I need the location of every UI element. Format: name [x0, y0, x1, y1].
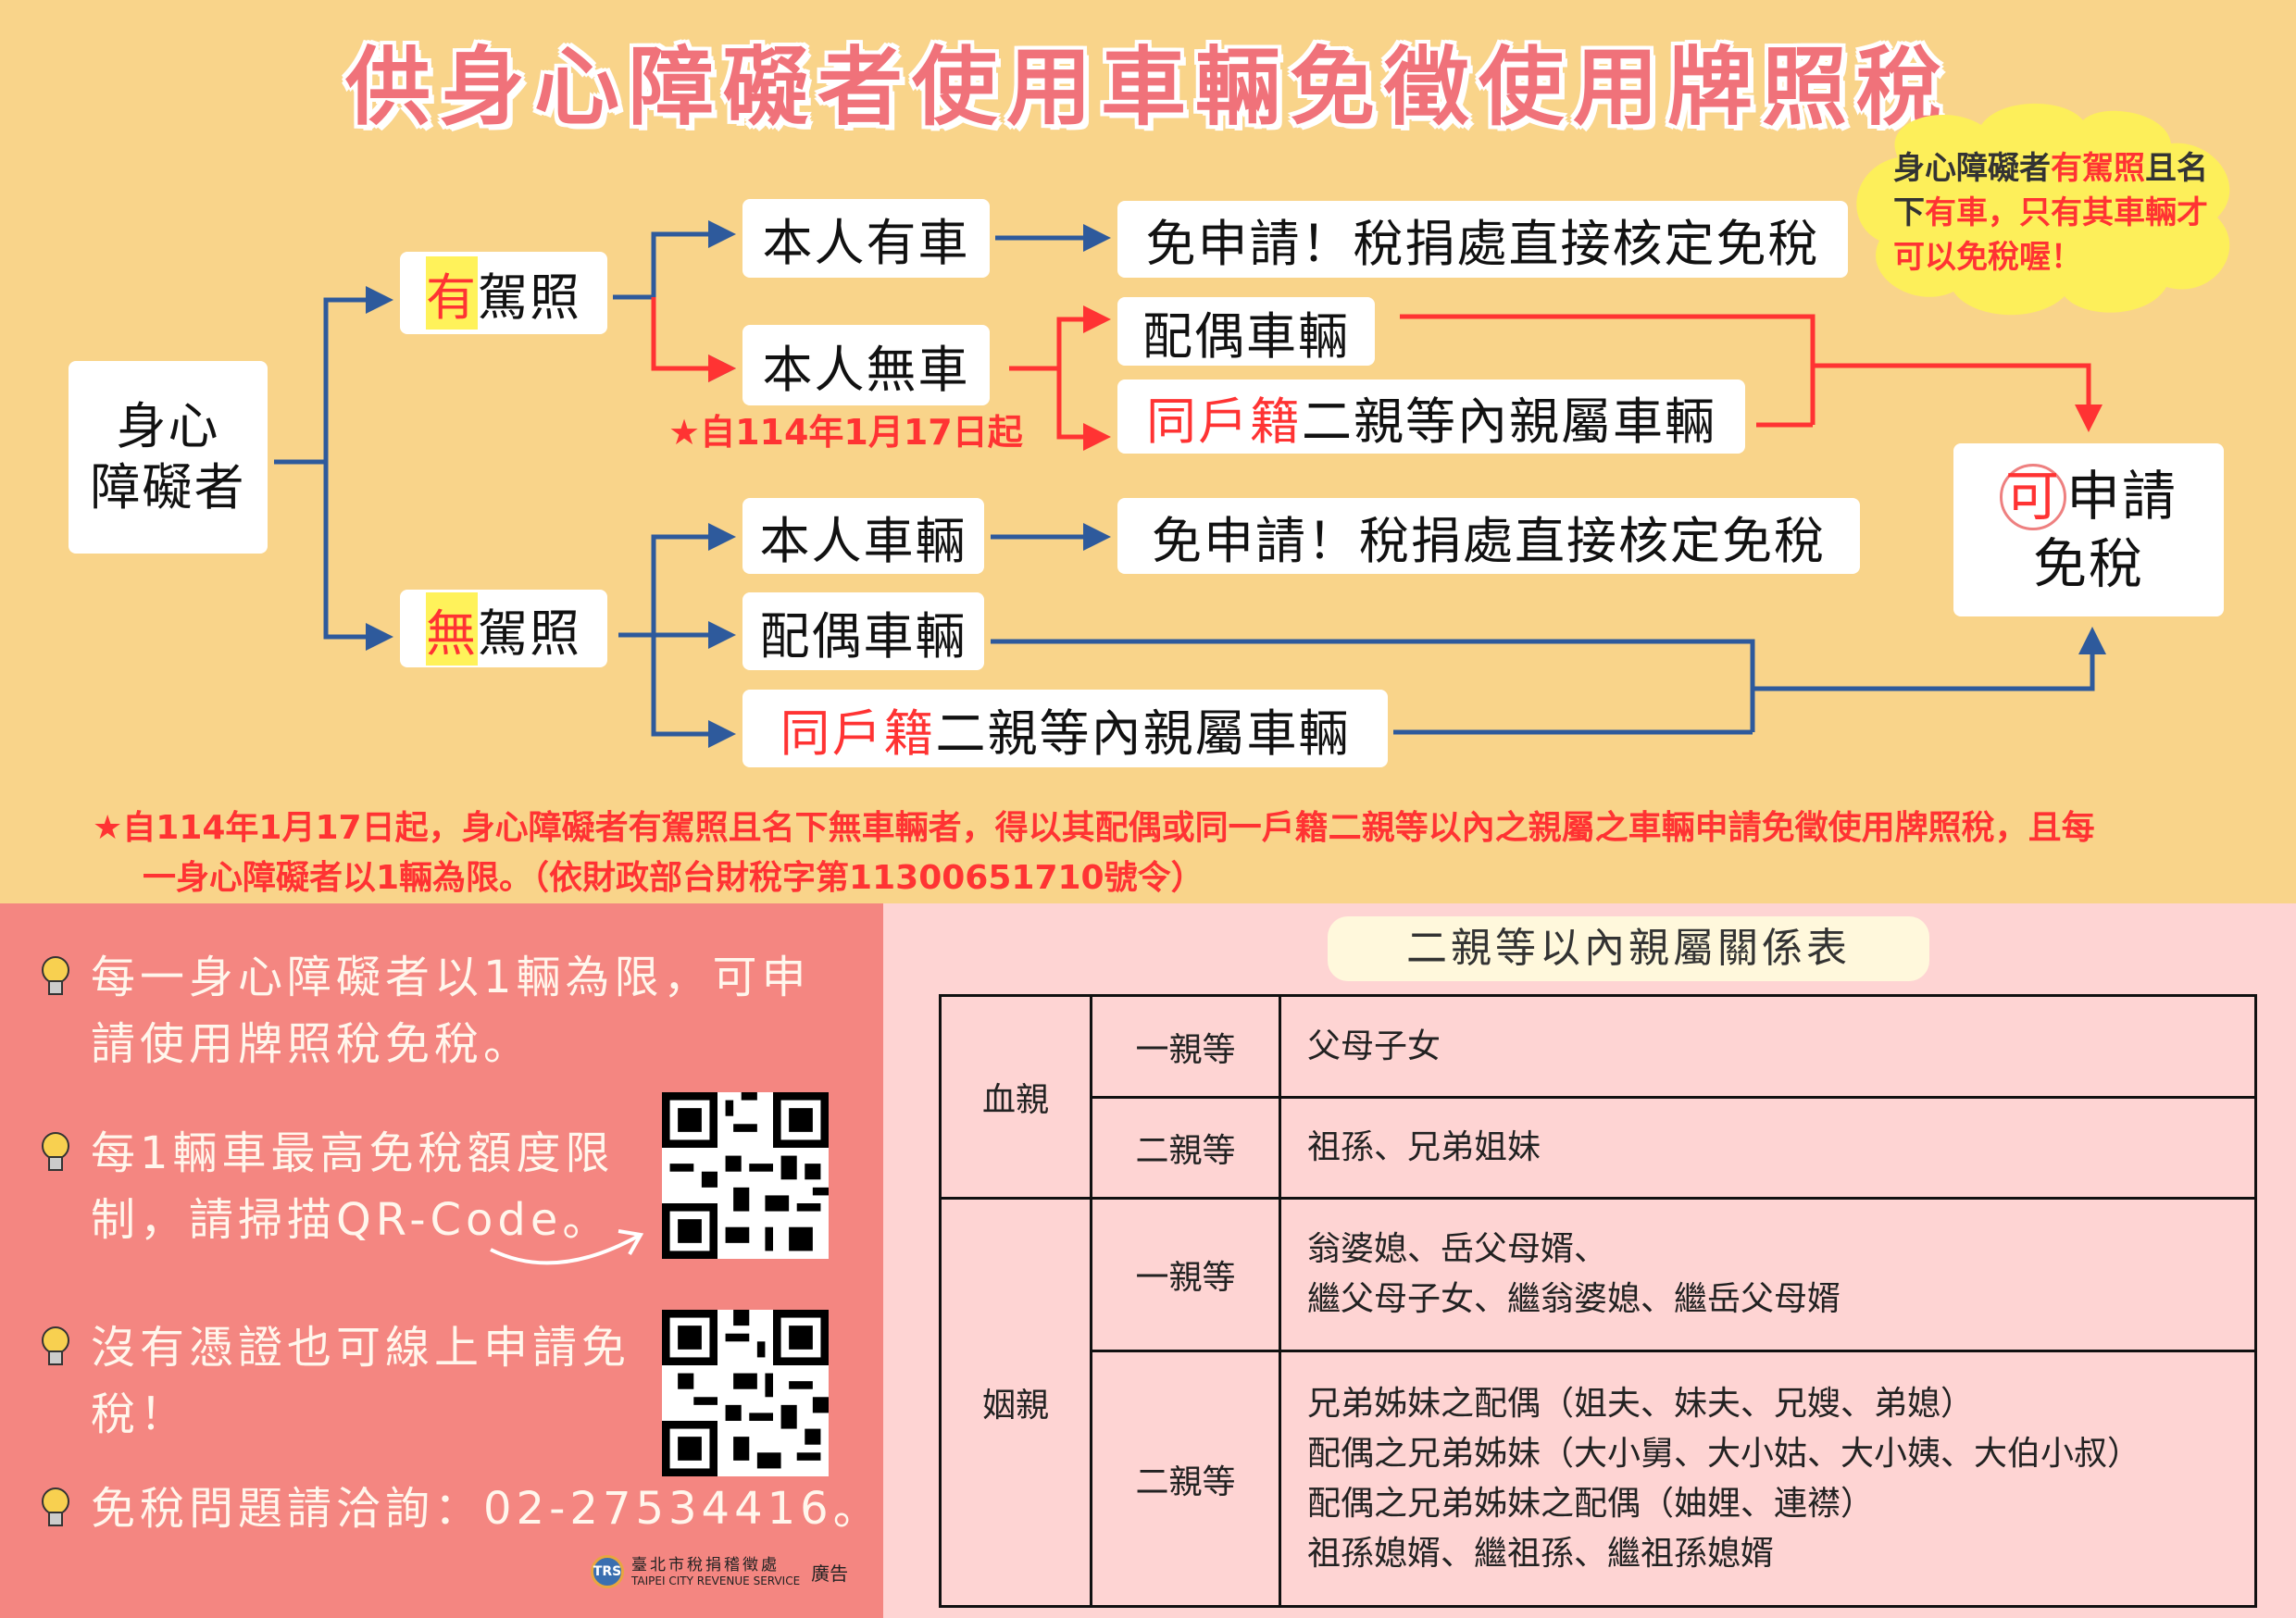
org-name-en: TAIPEI CITY REVENUE SERVICE	[631, 1574, 801, 1587]
tip-item: 每1輛車最高免稅額度限 制，請掃描QR-Code。	[37, 1120, 615, 1253]
effective-date-note: ★自114年1月17日起	[668, 412, 1023, 453]
tip-text: 沒有憑證也可線上申請免	[91, 1322, 631, 1374]
relatives-line: 兄弟姊妹之配偶（姐夫、妹夫、兄嫂、弟媳）	[1307, 1384, 1975, 1423]
node-label: 免稅	[2032, 532, 2144, 595]
qr-code-icon	[662, 1310, 829, 1476]
node-has-license: 有駕照	[400, 252, 607, 334]
relatives-line: 配偶之兄弟姊妹之配偶（妯娌、連襟）	[1307, 1484, 1875, 1523]
note-text-red: 有駕照	[2051, 150, 2145, 187]
notice-line-1: ★自114年1月17日起，身心障礙者有駕照且名下無車輛者，得以其配偶或同一戶籍二…	[93, 809, 2095, 847]
node-label: 身心	[116, 397, 220, 455]
node-label: 駕照	[478, 604, 581, 663]
node-exempt-direct-1: 免申請！稅捐處直接核定免稅	[1117, 201, 1848, 278]
table-row: 血親 一親等 父母子女	[939, 994, 2257, 1200]
ad-label: 廣告	[811, 1562, 849, 1585]
node-own-car: 本人有車	[742, 199, 990, 278]
node-relative-car-1: 同戶籍二親等內親屬車輛	[1117, 380, 1745, 454]
relatives-line: 繼父母子女、繼翁婆媳、繼岳父母婿	[1307, 1280, 1841, 1318]
tip-text: 每一身心障礙者以1輛為限，可申	[91, 952, 811, 1003]
tip-text: 制，請掃描QR-Code。	[91, 1194, 612, 1246]
qr-code-online-application[interactable]	[662, 1310, 829, 1476]
table-row: 二親等 兄弟姊妹之配偶（姐夫、妹夫、兄嫂、弟媳） 配偶之兄弟姊妹（大小舅、大小姑…	[941, 1350, 2257, 1608]
tip-item: 沒有憑證也可線上申請免 稅！	[37, 1314, 630, 1448]
table-row: 二親等 祖孫、兄弟姐妹	[941, 1096, 2257, 1200]
node-exempt-direct-2: 免申請！稅捐處直接核定免稅	[1117, 498, 1860, 574]
node-label-red: 同戶籍	[780, 703, 936, 763]
node-relative-car-2: 同戶籍二親等內親屬車輛	[742, 690, 1388, 767]
tip-text: 每1輛車最高免稅額度限	[91, 1127, 615, 1179]
highlight-no: 無	[426, 591, 478, 666]
node-label-red: 同戶籍	[1146, 392, 1302, 451]
qr-code-icon	[662, 1092, 829, 1259]
node-spouse-car-2: 配偶車輛	[742, 592, 984, 670]
circled-can: 可	[1999, 464, 2066, 530]
qr-code-exemption-limit[interactable]	[662, 1092, 829, 1259]
kind-cell: 血親	[939, 994, 1092, 1200]
tip-text-phone: 免稅問題請洽詢：02-27534416。	[91, 1483, 882, 1535]
node-label: 二親等內親屬車輛	[935, 703, 1351, 763]
relatives-cell: 祖孫、兄弟姐妹	[1279, 1096, 2257, 1200]
revenue-service-logo-icon: TRS	[591, 1555, 624, 1588]
relatives-line: 祖孫媳婿、繼祖孫、繼祖孫媳婿	[1307, 1534, 1775, 1573]
relatives-cell: 翁婆媳、岳父母婿、 繼父母子女、繼翁婆媳、繼岳父母婿	[1279, 1197, 2257, 1352]
highlight-has: 有	[426, 256, 478, 330]
degree-cell: 二親等	[1090, 1350, 1281, 1608]
node-no-own-car: 本人無車	[742, 325, 990, 405]
lightbulb-icon	[42, 1132, 69, 1171]
node-spouse-car-1: 配偶車輛	[1117, 297, 1375, 366]
relatives-line: 翁婆媳、岳父母婿、	[1307, 1230, 1608, 1268]
relatives-cell: 父母子女	[1279, 994, 2257, 1099]
cloud-shape-icon	[1856, 103, 2230, 316]
node-no-license: 無駕照	[400, 590, 607, 667]
lightbulb-icon	[42, 1487, 69, 1526]
note-text: 身心障礙者	[1893, 150, 2051, 187]
lightbulb-icon	[42, 956, 69, 995]
callout-note: 身心障礙者有駕照且名下有車，只有其車輛才可以免稅喔！	[1842, 102, 2250, 319]
lightbulb-icon	[42, 1326, 69, 1365]
node-label: 障礙者	[90, 458, 246, 517]
tips-panel	[0, 903, 883, 1618]
node-label: 二親等內親屬車輛	[1302, 392, 1716, 451]
table-row: 姻親 一親等 翁婆媳、岳父母婿、 繼父母子女、繼翁婆媳、繼岳父母婿	[939, 1197, 2257, 1608]
node-can-apply: 可申請 免稅	[1953, 443, 2224, 616]
degree-cell: 二親等	[1090, 1096, 1281, 1200]
curved-arrow-icon	[490, 1229, 644, 1265]
flow-connectors	[274, 220, 2106, 748]
note-text: 且名下	[1893, 150, 2208, 231]
degree-cell: 一親等	[1090, 994, 1281, 1099]
org-name: 臺北市稅捐稽徵處	[631, 1556, 780, 1574]
notice-line-2: 一身心障礙者以1輛為限。（依財政部台財稅字第11300651710號令）	[143, 859, 1204, 897]
node-label: 申請	[2065, 465, 2177, 528]
relatives-line: 配偶之兄弟姊妹（大小舅、大小姑、大小姨、大伯小叔）	[1307, 1434, 2141, 1473]
tip-item: 每一身心障礙者以1輛為限，可申 請使用牌照稅免稅。	[37, 944, 811, 1077]
degree-cell: 一親等	[1090, 1197, 1281, 1352]
tip-text: 請使用牌照稅免稅。	[91, 1018, 533, 1070]
page-title: 供身心障礙者使用車輛免徵使用牌照稅	[344, 38, 1951, 137]
kind-cell: 姻親	[939, 1197, 1092, 1608]
node-own-vehicle: 本人車輛	[742, 498, 984, 574]
note-text-red: 有車，只有其車輛才可以免稅喔！	[1893, 194, 2208, 276]
regulation-notice: ★自114年1月17日起，身心障礙者有駕照且名下無車輛者，得以其配偶或同一戶籍二…	[93, 803, 2240, 903]
tip-item: 免稅問題請洽詢：02-27534416。	[37, 1475, 882, 1542]
table-title: 二親等以內親屬關係表	[1328, 916, 1929, 981]
tip-text: 稅！	[91, 1388, 190, 1440]
root-node-disabled-person: 身心 障礙者	[69, 361, 268, 554]
node-label: 駕照	[478, 268, 581, 327]
relatives-cell: 兄弟姊妹之配偶（姐夫、妹夫、兄嫂、弟媳） 配偶之兄弟姊妹（大小舅、大小姑、大小姨…	[1279, 1350, 2257, 1608]
org-logo: TRS 臺北市稅捐稽徵處 TAIPEI CITY REVENUE SERVICE…	[591, 1555, 848, 1588]
relation-table: 血親 一親等 父母子女 二親等 祖孫、兄弟姐妹 姻親 一親等 翁婆媳、岳父母婿、…	[939, 994, 2257, 1608]
